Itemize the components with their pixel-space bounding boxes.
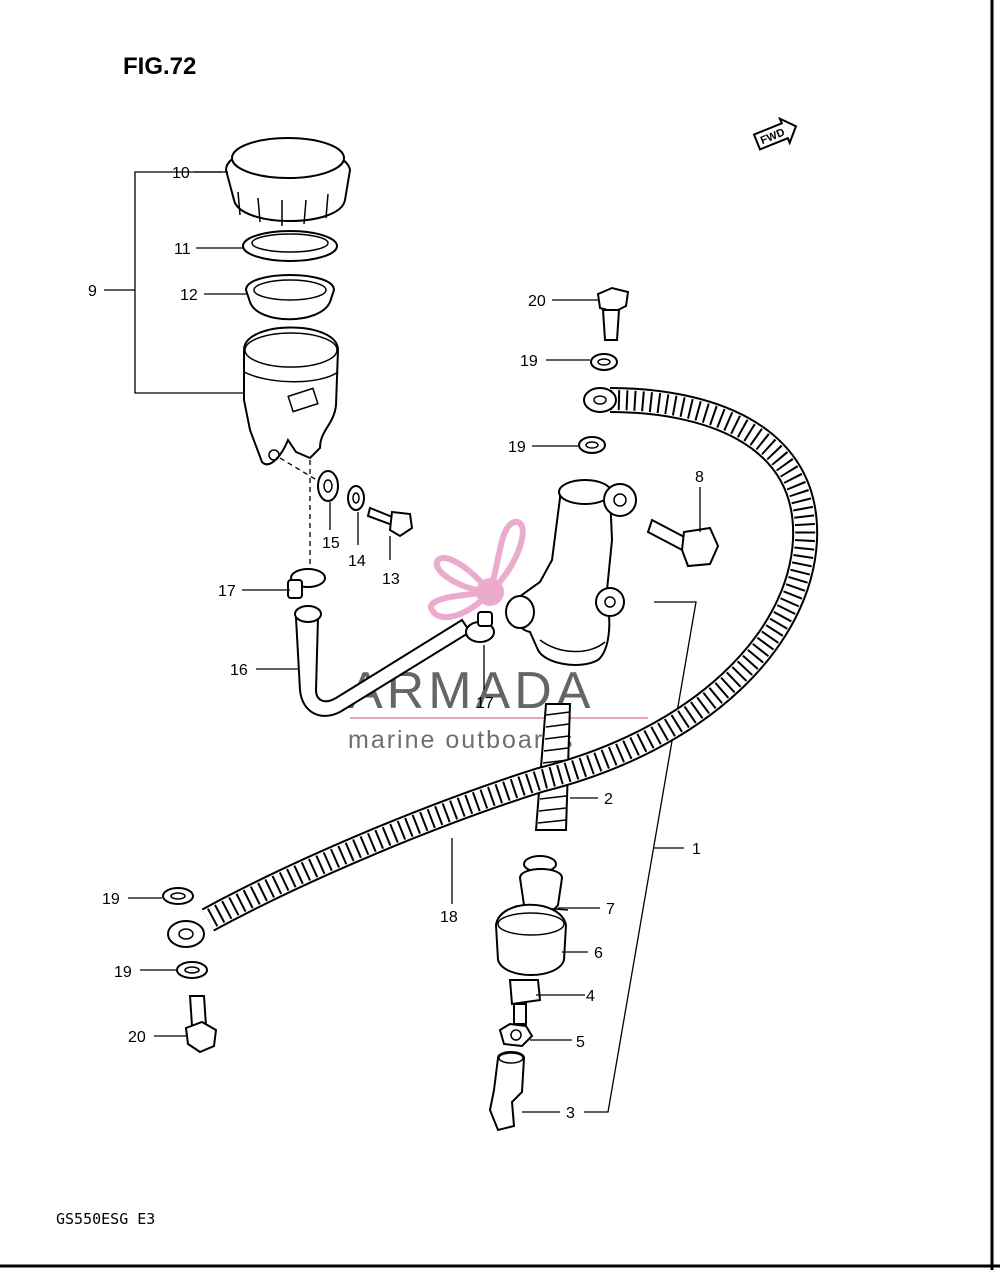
master-cylinder (505, 479, 637, 666)
callout-17-right: 17 (476, 695, 494, 712)
piston-7 (514, 855, 569, 914)
washer-15 (317, 470, 339, 502)
callout-16: 16 (230, 662, 248, 679)
callout-2: 2 (604, 791, 613, 808)
callout-5: 5 (576, 1034, 585, 1051)
nut-5 (498, 1022, 534, 1048)
washer-19-lower-b (176, 961, 208, 979)
callout-20-bottom: 20 (128, 1029, 146, 1046)
banjo-bolt-20-top (596, 286, 630, 341)
banjo-bolt-20-bottom (184, 995, 218, 1054)
callout-4: 4 (586, 988, 595, 1005)
callout-19-middle: 19 (508, 439, 526, 456)
washer-14 (347, 485, 365, 511)
callout-3: 3 (566, 1105, 575, 1122)
watermark-logo (428, 519, 526, 621)
reservoir-diaphragm (244, 274, 336, 321)
callout-17-left: 17 (218, 583, 236, 600)
washer-19-middle (578, 436, 606, 454)
callout-20-top: 20 (528, 293, 546, 310)
callout-15: 15 (322, 535, 340, 552)
boot-6 (494, 903, 568, 976)
hose-clamp-17-right (465, 611, 495, 643)
callout-11: 11 (174, 241, 191, 258)
watermark-tagline: marine outboards (348, 726, 575, 754)
callout-6: 6 (594, 945, 603, 962)
callout-10: 10 (172, 165, 190, 182)
washer-19-top (590, 353, 618, 371)
callout-19-lower-a: 19 (102, 891, 120, 908)
forward-arrow-icon: FWD (752, 116, 798, 151)
callout-19-lower-b: 19 (114, 964, 132, 981)
callout-12: 12 (180, 287, 198, 304)
washer-19-lower-a (162, 887, 194, 905)
reservoir-cap (224, 137, 352, 226)
reservoir-plate (242, 230, 338, 262)
callout-1: 1 (692, 841, 701, 858)
reservoir-body (243, 326, 340, 466)
reservoir-hose-16 (294, 605, 472, 717)
figure-title: FIG.72 (123, 53, 196, 80)
callout-9: 9 (88, 283, 97, 300)
callout-14: 14 (348, 553, 366, 570)
callout-18: 18 (440, 909, 458, 926)
model-code: GS550ESG E3 (56, 1210, 155, 1228)
bolt-8 (646, 518, 720, 568)
bracket-1 (584, 601, 697, 1113)
clevis-3 (488, 1051, 526, 1132)
hose-clamp-17 (287, 568, 326, 599)
bracket-9 (134, 171, 243, 394)
pushrod-4 (508, 979, 542, 1025)
callout-8: 8 (695, 469, 704, 486)
callout-19-top: 19 (520, 353, 538, 370)
callout-13: 13 (382, 571, 400, 588)
brake-hose-18 (167, 387, 819, 948)
callout-7: 7 (606, 901, 615, 918)
bolt-13 (366, 506, 414, 538)
callout-labels: 10 11 9 12 20 19 19 8 15 14 13 17 16 17 … (88, 165, 704, 1122)
